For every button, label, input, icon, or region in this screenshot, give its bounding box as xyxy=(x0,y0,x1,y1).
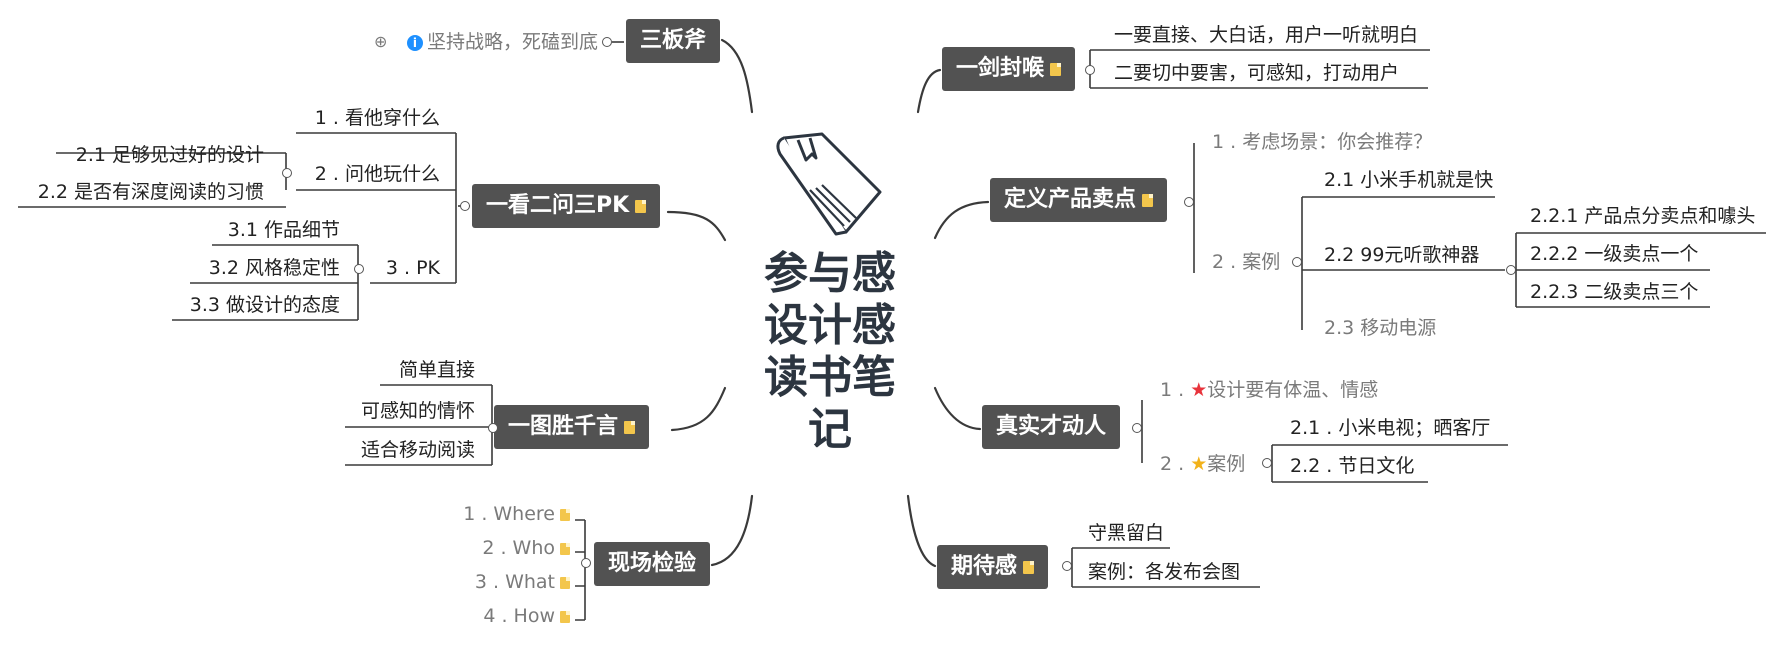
yikan-item-3-2[interactable]: 3.2 风格稳定性 xyxy=(208,257,340,279)
yitu-item-3[interactable]: 适合移动阅读 xyxy=(360,439,475,461)
topic-zhenshi-label: 真实才动人 xyxy=(996,414,1107,439)
yitu-item-1[interactable]: 简单直接 xyxy=(398,359,475,381)
topic-xianchang[interactable]: 现场检验 xyxy=(594,542,711,586)
yijian-item-1[interactable]: 一要直接、大白话，用户一听就明白 xyxy=(1114,24,1419,46)
topic-zhenshi[interactable]: 真实才动人 xyxy=(982,405,1121,449)
topic-yijian[interactable]: 一剑封喉 xyxy=(942,47,1076,91)
yikan-item-1[interactable]: 1 . 看他穿什么 xyxy=(314,107,440,129)
zhenshi-item-1[interactable]: 1 . ★设计要有体温、情感 xyxy=(1160,379,1379,401)
dingyi-item-2-2-2[interactable]: 2.2.2 一级卖点一个 xyxy=(1530,243,1699,265)
yikan-item-2-1[interactable]: 2.1 足够见过好的设计 xyxy=(75,144,264,166)
note-icon xyxy=(560,542,570,555)
xianchang-item-2[interactable]: 2 . Who xyxy=(430,536,570,560)
qidai-item-2[interactable]: 案例：各发布会图 xyxy=(1088,561,1241,583)
collapse-toggle[interactable] xyxy=(1262,458,1272,468)
central-topic-line2: 设计感 xyxy=(764,300,896,351)
star-icon: ★ xyxy=(1190,379,1208,401)
note-icon xyxy=(635,199,647,213)
collapse-toggle[interactable] xyxy=(1184,197,1194,207)
central-topic[interactable]: 参与感 设计感 读书笔 记 xyxy=(745,248,915,456)
zhenshi-item-2-2[interactable]: 2.2 . 节日文化 xyxy=(1290,455,1415,477)
topic-dingyi[interactable]: 定义产品卖点 xyxy=(990,178,1168,222)
dingyi-item-2-2-3[interactable]: 2.2.3 二级卖点三个 xyxy=(1530,281,1699,303)
dingyi-item-2-1[interactable]: 2.1 小米手机就是快 xyxy=(1324,169,1494,191)
book-icon xyxy=(776,132,882,236)
zhenshi-item-2-1[interactable]: 2.1 . 小米电视；晒客厅 xyxy=(1290,417,1491,439)
note-icon xyxy=(560,610,570,623)
yikan-item-3-3[interactable]: 3.3 做设计的态度 xyxy=(189,294,340,316)
dingyi-item-2-2-1[interactable]: 2.2.1 产品点分卖点和噱头 xyxy=(1530,205,1756,227)
collapse-toggle[interactable] xyxy=(602,37,612,47)
topic-xianchang-label: 现场检验 xyxy=(608,551,697,576)
xianchang-item-3[interactable]: 3 . What xyxy=(430,570,570,594)
info-icon: i xyxy=(406,34,423,51)
collapse-toggle[interactable] xyxy=(354,264,364,274)
topic-qidai-label: 期待感 xyxy=(951,554,1018,579)
dingyi-item-2[interactable]: 2 . 案例 xyxy=(1212,251,1281,273)
dingyi-item-1[interactable]: 1 . 考虑场景：你会推荐？ xyxy=(1212,131,1433,153)
note-icon xyxy=(560,576,570,589)
branch-zhenshi xyxy=(933,386,982,431)
branch-dingyi xyxy=(933,200,990,240)
branch-yijian xyxy=(916,68,942,114)
yikan-item-2[interactable]: 2 . 问他玩什么 xyxy=(314,163,440,185)
plus-circle-icon[interactable]: ⊕ xyxy=(374,32,388,51)
central-topic-line4: 记 xyxy=(808,404,852,455)
yikan-item-3[interactable]: 3 . PK xyxy=(385,257,440,279)
branch-yitu xyxy=(670,386,727,432)
collapse-toggle[interactable] xyxy=(1085,65,1095,75)
branch-qidai xyxy=(906,494,937,568)
xianchang-item-1[interactable]: 1 . Where xyxy=(430,502,570,526)
topic-yitu-label: 一图胜千言 xyxy=(508,414,619,439)
topic-sanbanfu-label: 三板斧 xyxy=(640,28,707,53)
collapse-toggle[interactable] xyxy=(1062,561,1072,571)
yikan-item-3-1[interactable]: 3.1 作品细节 xyxy=(227,219,340,241)
note-icon xyxy=(624,420,636,434)
zhenshi-item-2[interactable]: 2 . ★案例 xyxy=(1160,453,1246,475)
collapse-toggle[interactable] xyxy=(1506,265,1516,275)
qidai-item-1[interactable]: 守黑留白 xyxy=(1088,522,1165,544)
collapse-toggle[interactable] xyxy=(1132,423,1142,433)
branch-xianchang xyxy=(710,494,754,567)
topic-yikan[interactable]: 一看二问三PK xyxy=(472,184,661,228)
yijian-item-2[interactable]: 二要切中要害，可感知，打动用户 xyxy=(1114,62,1400,84)
topic-yitu[interactable]: 一图胜千言 xyxy=(494,405,650,449)
central-topic-line1: 参与感 xyxy=(764,248,896,299)
collapse-toggle[interactable] xyxy=(282,168,292,178)
note-icon xyxy=(1023,560,1035,574)
note-icon xyxy=(560,508,570,521)
xianchang-item-4[interactable]: 4 . How xyxy=(430,604,570,628)
topic-qidai[interactable]: 期待感 xyxy=(937,545,1049,589)
note-icon xyxy=(1142,193,1154,207)
branch-yikan xyxy=(666,210,727,242)
yikan-item-2-2[interactable]: 2.2 是否有深度阅读的习惯 xyxy=(37,181,264,203)
collapse-toggle[interactable] xyxy=(488,423,498,433)
branch-sanbanfu xyxy=(720,38,754,114)
star-icon: ★ xyxy=(1190,453,1208,475)
dingyi-item-2-3[interactable]: 2.3 移动电源 xyxy=(1324,317,1437,339)
topic-dingyi-label: 定义产品卖点 xyxy=(1004,187,1137,212)
note-icon xyxy=(1050,62,1062,76)
yitu-item-2[interactable]: 可感知的情怀 xyxy=(360,400,475,422)
topic-yikan-label: 一看二问三PK xyxy=(486,193,630,218)
topic-yijian-label: 一剑封喉 xyxy=(956,56,1045,81)
central-topic-line3: 读书笔 xyxy=(764,352,896,403)
topic-sanbanfu[interactable]: 三板斧 xyxy=(626,19,721,63)
dingyi-item-2-2[interactable]: 2.2 99元听歌神器 xyxy=(1324,244,1480,266)
collapse-toggle[interactable] xyxy=(460,201,470,211)
collapse-toggle[interactable] xyxy=(1292,257,1302,267)
collapse-toggle[interactable] xyxy=(581,558,591,568)
